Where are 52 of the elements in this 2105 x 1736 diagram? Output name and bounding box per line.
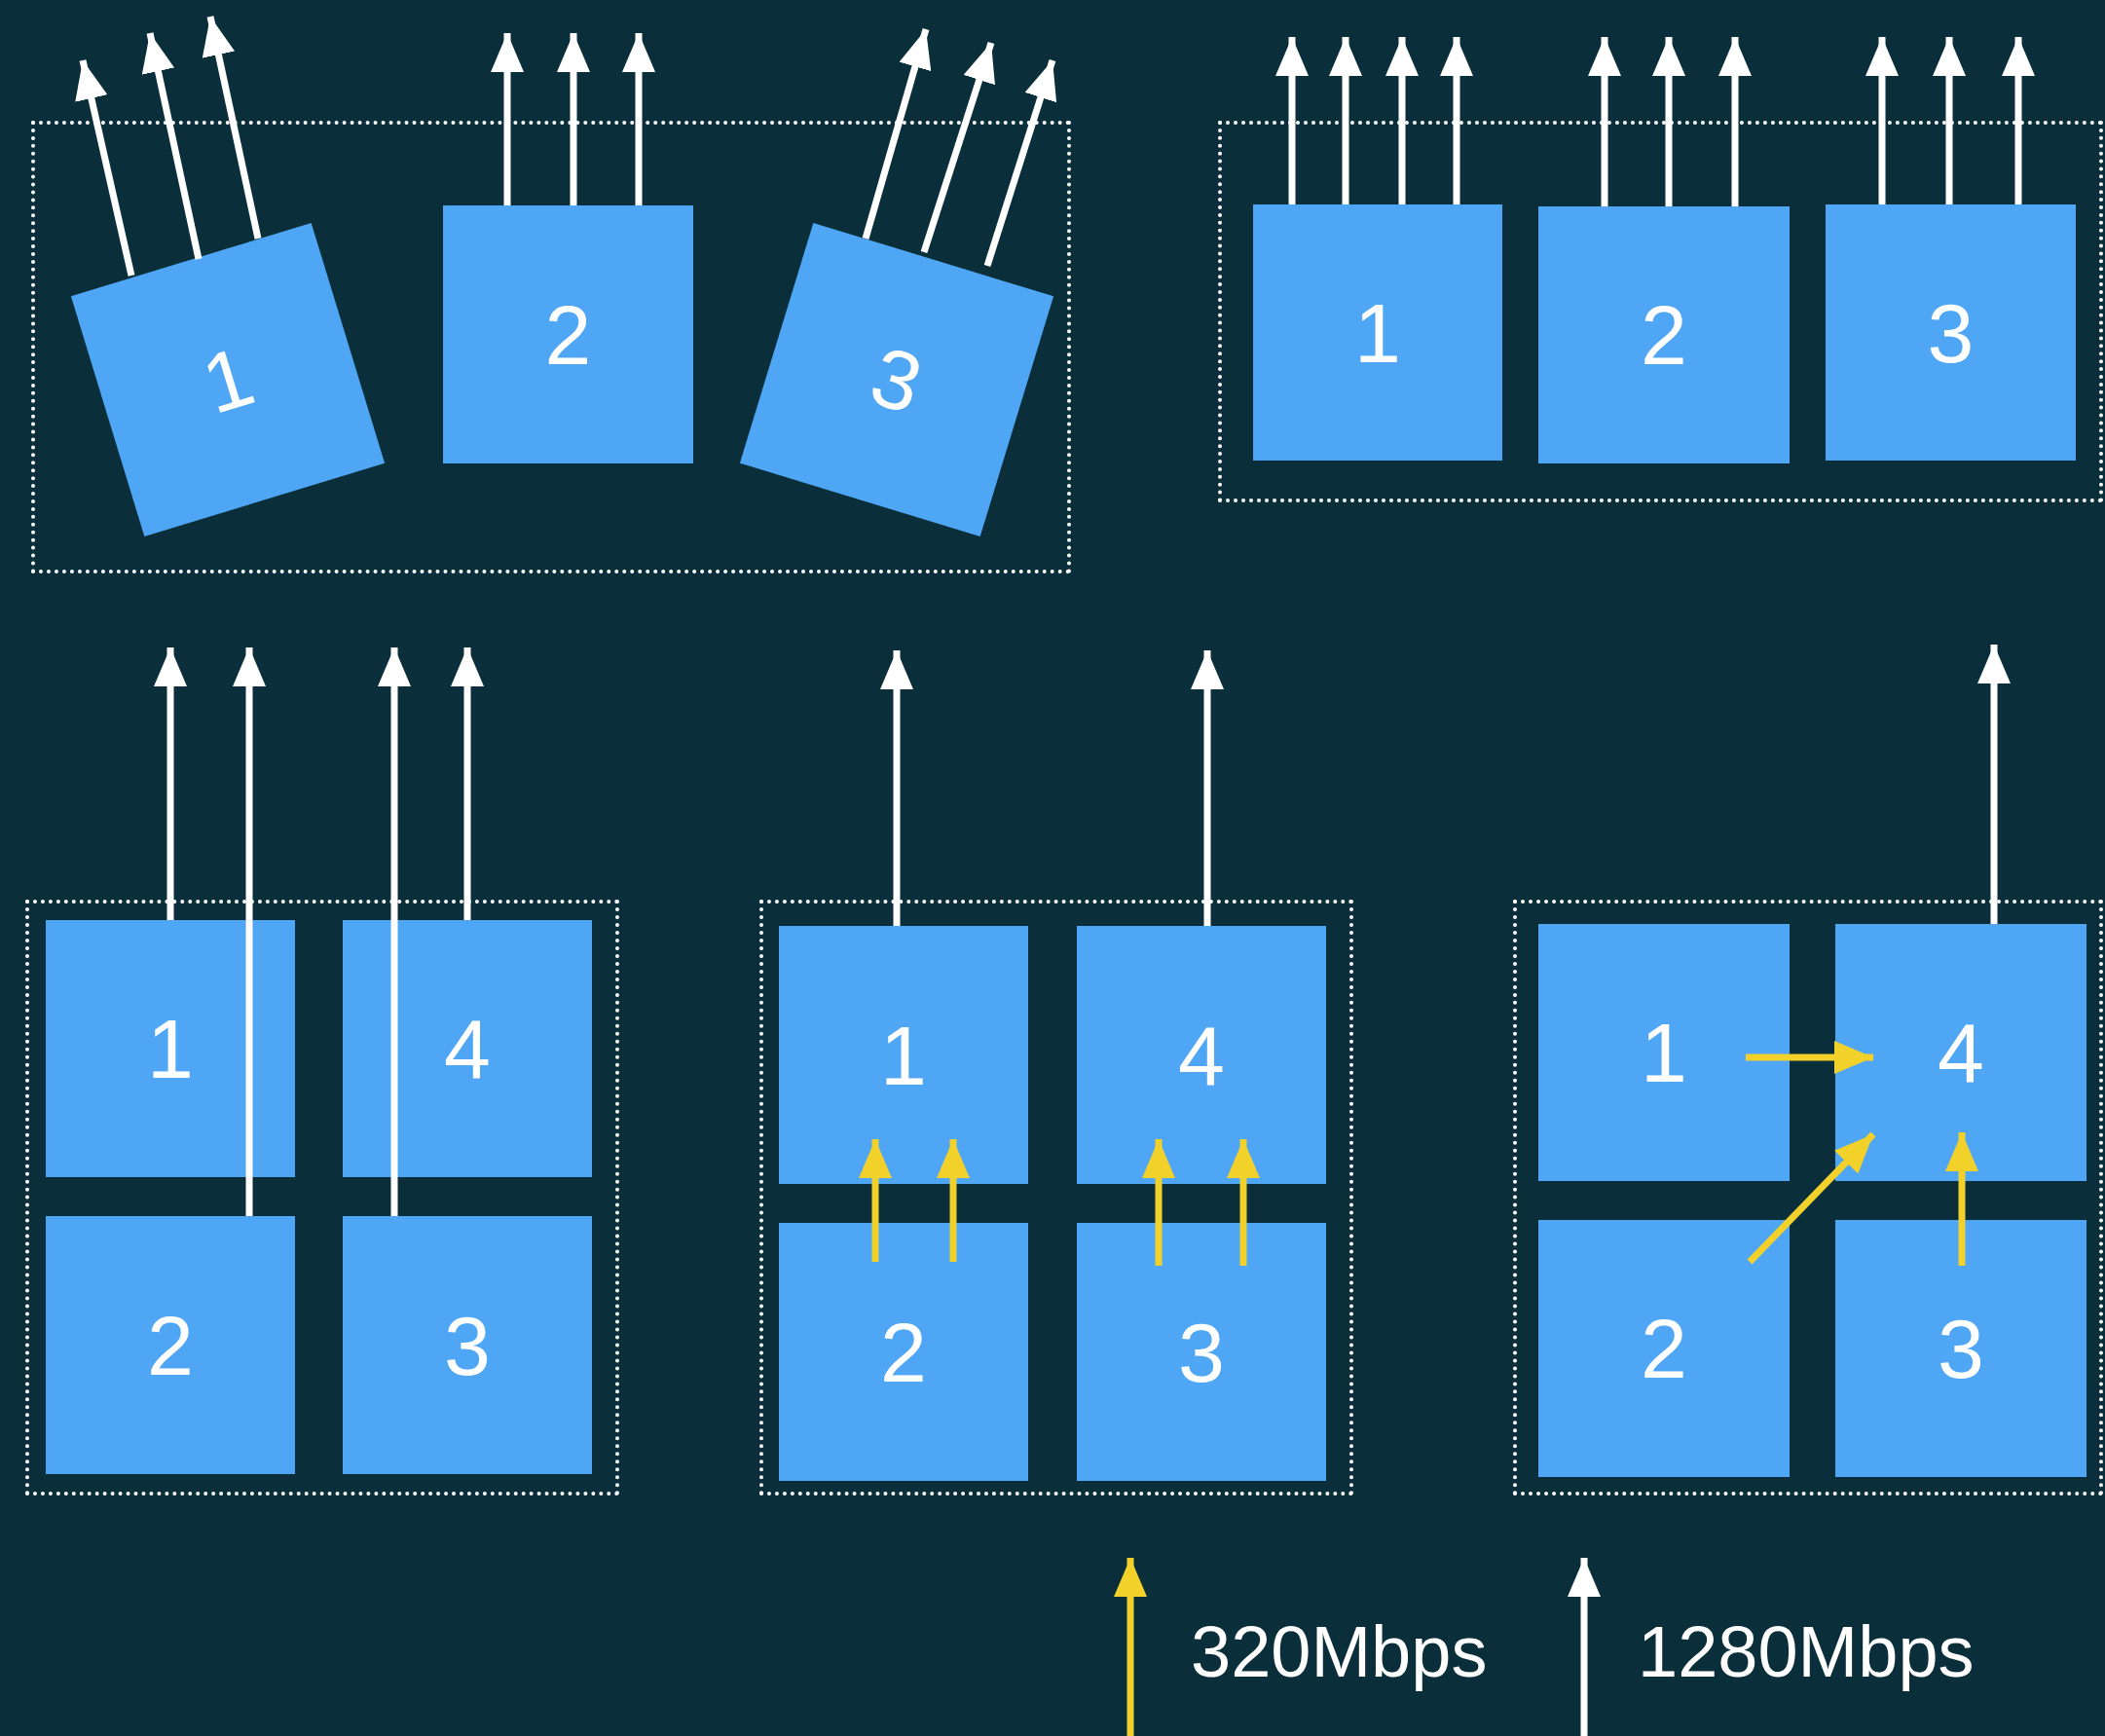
dotted-frame (759, 900, 1353, 1496)
arrow (859, 1139, 892, 1262)
block-number: 3 (1178, 1310, 1225, 1394)
arrow (983, 58, 1057, 268)
block (1826, 204, 2076, 461)
block (779, 1223, 1028, 1481)
arrow (1227, 1139, 1260, 1266)
block (1253, 204, 1502, 461)
arrow (202, 16, 262, 240)
block (779, 926, 1028, 1184)
dotted-frame (1513, 900, 2103, 1496)
block (46, 920, 295, 1177)
block (1538, 206, 1790, 463)
block-number: 3 (1927, 290, 1975, 375)
block-number: 3 (862, 332, 932, 427)
dotted-frame (25, 900, 619, 1496)
arrow (920, 41, 995, 254)
block-number: 2 (147, 1303, 194, 1387)
block-number: 4 (1178, 1013, 1225, 1097)
block-number: 1 (1641, 1011, 1687, 1094)
block (1077, 1223, 1326, 1481)
block (343, 920, 592, 1177)
arrow (937, 1139, 970, 1262)
dotted-frame (31, 121, 1071, 573)
block (46, 1216, 295, 1474)
block-number: 2 (544, 292, 592, 377)
block-number: 1 (1354, 290, 1401, 375)
block-number: 4 (444, 1007, 491, 1090)
block (1835, 924, 2087, 1181)
block-number: 3 (444, 1303, 491, 1387)
block (1835, 1220, 2087, 1477)
block-number: 2 (1641, 293, 1687, 377)
block (1538, 1220, 1790, 1477)
arrow (1945, 1132, 1978, 1266)
block-number: 3 (1938, 1307, 1984, 1390)
block-number: 1 (193, 332, 263, 427)
block-number: 1 (147, 1007, 194, 1090)
block (443, 205, 693, 463)
arrow (1142, 1139, 1175, 1266)
arrow (141, 32, 203, 260)
block-number: 2 (1641, 1307, 1687, 1390)
block (343, 1216, 592, 1474)
block (1077, 926, 1326, 1184)
block-number: 1 (880, 1013, 927, 1097)
block (1538, 924, 1790, 1181)
dotted-frame (1218, 121, 2103, 502)
arrow (1746, 1041, 1873, 1074)
arrow (1747, 1131, 1876, 1265)
block-number: 2 (880, 1310, 927, 1394)
arrow (862, 28, 932, 240)
block-number: 4 (1938, 1011, 1984, 1094)
arrow (75, 59, 135, 277)
